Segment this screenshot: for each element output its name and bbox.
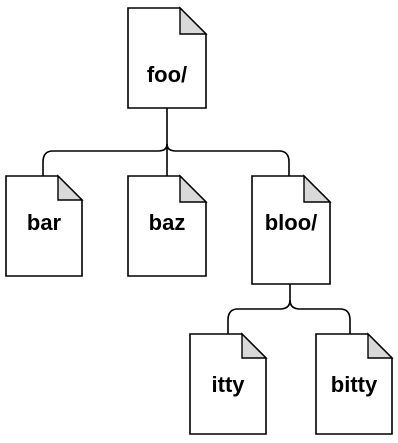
connector-bloo-itty [227, 299, 291, 334]
file-node-baz: baz [127, 174, 208, 277]
connector-bloo-bitty [289, 299, 351, 334]
page-corner-fold [57, 174, 84, 201]
file-node-itty: itty [189, 332, 268, 435]
file-node-bloo: bloo/ [251, 174, 332, 285]
node-label-bar: bar [27, 210, 62, 235]
page-corner-fold [241, 332, 268, 359]
file-node-bitty: bitty [315, 332, 394, 435]
page-corner-fold [303, 174, 332, 203]
node-label-bitty: bitty [331, 372, 378, 397]
connector-foo-bloo [166, 143, 290, 176]
file-icon [315, 333, 393, 435]
page-corner-fold [179, 174, 208, 203]
file-node-foo: foo/ [127, 6, 208, 109]
node-label-itty: itty [212, 372, 246, 397]
node-label-bloo: bloo/ [265, 210, 318, 235]
page-corner-fold [179, 6, 208, 35]
page-corner-fold [367, 332, 394, 359]
node-label-foo: foo/ [147, 62, 187, 87]
file-icon [189, 333, 267, 435]
connectors [42, 108, 351, 334]
node-label-baz: baz [149, 210, 186, 235]
file-icon [5, 175, 83, 277]
folder-icon [251, 175, 331, 285]
connector-foo-bar [42, 143, 168, 176]
file-node-bar: bar [5, 174, 84, 277]
